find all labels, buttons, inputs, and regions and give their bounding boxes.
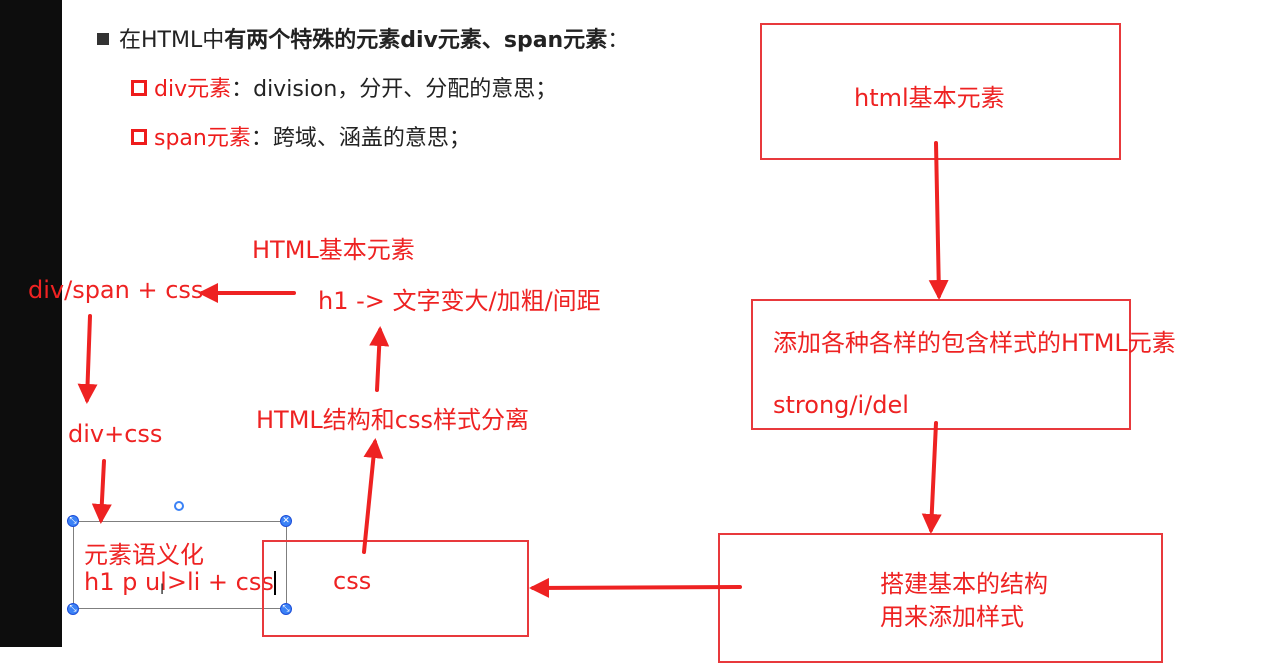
bullet-span-desc: ：跨域、涵盖的意思；: [250, 126, 471, 151]
bullet-div-term: div元素: [154, 77, 232, 102]
bullet-main-suffix: ：: [607, 28, 630, 53]
text-caret: [274, 571, 276, 595]
resize-handle-icon[interactable]: ⤡: [280, 603, 292, 615]
bullet-div: div元素：division，分开、分配的意思；: [131, 71, 557, 103]
bullet-main-prefix: 在HTML中: [119, 28, 225, 53]
styled-elements-line1: 添加各种各样的包含样式的HTML元素: [773, 329, 1176, 357]
styled-elements-line2: strong/i/del: [773, 391, 909, 419]
ibeam-cursor-icon: I: [160, 582, 165, 598]
styled-elements-box: [751, 299, 1131, 430]
bullet-main: 在HTML中有两个特殊的元素div元素、span元素：: [97, 22, 629, 54]
hollow-square-bullet-icon: [131, 80, 147, 96]
rotate-handle-icon[interactable]: [174, 501, 184, 511]
right-margin: [1228, 0, 1270, 647]
semantic-line2: h1 p ul>li + css: [84, 568, 274, 596]
h1-note: h1 -> 文字变大/加粗/间距: [318, 287, 601, 315]
div-css-label: div+css: [68, 420, 163, 448]
structure-line1: 搭建基本的结构: [880, 570, 1048, 598]
resize-handle-icon[interactable]: ⤡: [67, 603, 79, 615]
arrow-box3-to-css: [529, 577, 742, 598]
bullet-div-desc: ：division，分开、分配的意思；: [231, 77, 558, 102]
div-span-css-label: div/span + css: [28, 276, 204, 304]
arrows-layer: [77, 141, 949, 598]
hollow-square-bullet-icon: [131, 129, 147, 145]
html-basic-box: [760, 23, 1121, 160]
semantic-line1: 元素语义化: [84, 541, 204, 569]
html-basic-elements-heading: HTML基本元素: [252, 236, 415, 264]
separation-label: HTML结构和css样式分离: [256, 406, 529, 434]
bullet-main-bold: 有两个特殊的元素div元素、span元素: [224, 28, 608, 53]
css-box-label: css: [333, 567, 372, 595]
arrow-divspan-to-divcss: [77, 314, 98, 404]
left-dark-strip: [0, 0, 62, 647]
square-bullet-icon: [97, 33, 109, 45]
arrow-box1-to-box2: [928, 141, 949, 300]
arrow-divcss-to-semantic: [91, 459, 112, 524]
structure-line2: 用来添加样式: [880, 603, 1024, 631]
bullet-span-term: span元素: [154, 126, 251, 151]
selected-text-box[interactable]: [73, 521, 287, 609]
html-basic-box-label: html基本元素: [854, 84, 1005, 112]
resize-handle-icon[interactable]: ✕: [280, 515, 292, 527]
arrow-separation-to-h1: [369, 326, 390, 392]
resize-handle-icon[interactable]: ⤡: [67, 515, 79, 527]
arrow-box2-to-box3: [921, 421, 942, 534]
css-box: [262, 540, 529, 637]
bullet-span: span元素：跨域、涵盖的意思；: [131, 120, 471, 152]
arrow-css-to-separation: [362, 438, 384, 554]
